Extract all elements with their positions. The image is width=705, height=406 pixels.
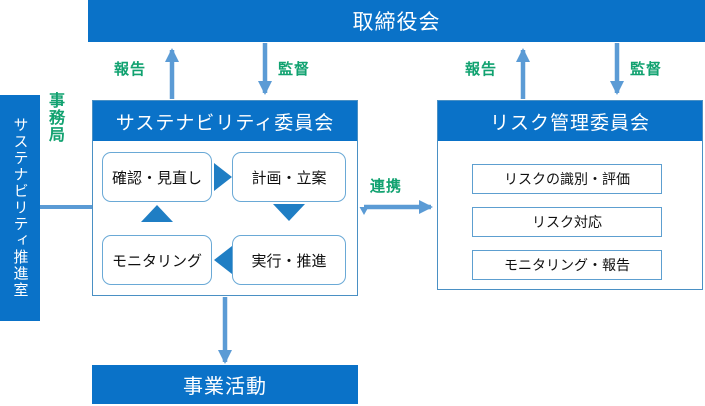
sustainability-promotion-office-bar: サステナビリティ推進室: [0, 95, 40, 321]
caption-report-left: 報告: [114, 61, 147, 78]
business-activities-label: 事業活動: [183, 376, 267, 398]
risk-step-monitor: モニタリング・報告: [472, 250, 662, 280]
pdca-box-monitor: モニタリング: [102, 235, 212, 285]
board-of-directors-box: 取締役会: [88, 0, 705, 42]
risk-step-respond: リスク対応: [472, 207, 662, 237]
sustainability-promotion-office-label: サステナビリティ推進室: [11, 117, 29, 299]
pdca-arrow-plan-to-do-icon: [273, 204, 305, 221]
pdca-box-check: 確認・見直し: [102, 152, 212, 202]
board-of-directors-label: 取締役会: [352, 11, 441, 34]
pdca-arrow-monitor-to-check-icon: [141, 205, 173, 222]
caption-report-right: 報告: [465, 61, 498, 78]
risk-management-committee-header: リスク管理委員会: [438, 101, 702, 141]
pdca-box-plan: 計画・立案: [232, 152, 346, 202]
pdca-arrow-check-to-plan-icon: [214, 163, 232, 191]
caption-supervise-left: 監督: [278, 61, 311, 78]
sustainability-committee-header: サステナビリティ委員会: [93, 101, 357, 141]
pdca-arrow-do-to-monitor-icon: [214, 246, 232, 274]
pdca-box-do: 実行・推進: [232, 235, 346, 285]
business-activities-box: 事業活動: [92, 365, 358, 404]
secretariat-label: 事務局: [46, 91, 63, 143]
caption-supervise-right: 監督: [630, 61, 663, 78]
caption-link: 連携: [370, 178, 403, 195]
risk-step-identify: リスクの識別・評価: [472, 164, 662, 194]
